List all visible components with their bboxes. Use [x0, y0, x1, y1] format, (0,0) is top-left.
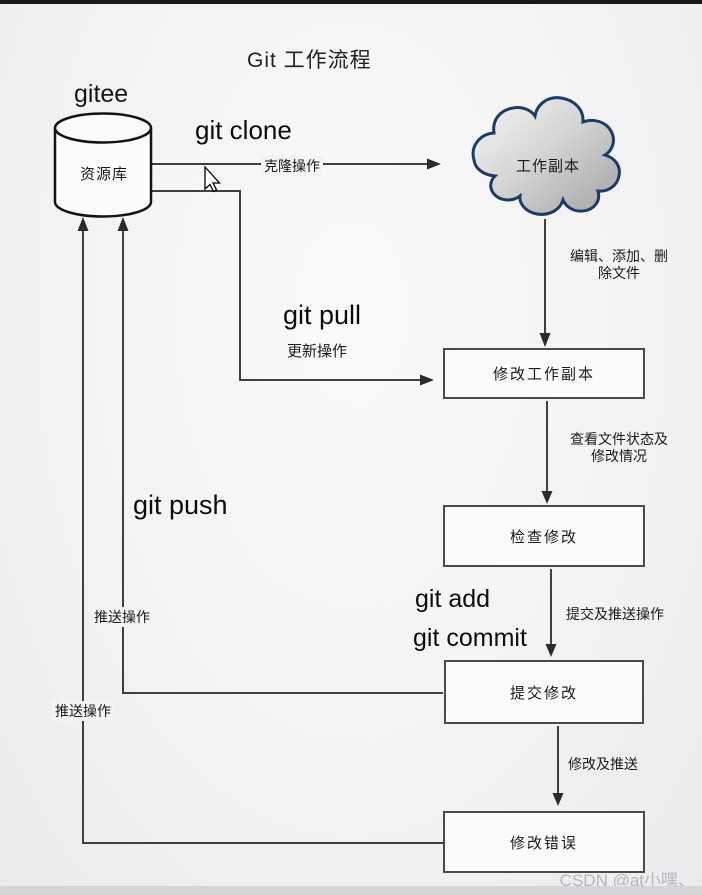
edge-label-status-line1: 查看文件状态及 — [570, 431, 668, 447]
push-fix-line — [82, 231, 443, 844]
working-copy-label: 工作副本 — [516, 158, 581, 175]
flow-box-commit-changes: 提交修改 — [444, 660, 644, 724]
flow-box-commit-label: 提交修改 — [509, 684, 578, 702]
status-arrowhead — [541, 491, 553, 504]
cmd-git-push: git push — [133, 490, 228, 520]
flow-box-modify-label: 修改工作副本 — [492, 366, 595, 383]
top-border-bar — [0, 0, 702, 4]
edge-label-status-line2: 修改情况 — [591, 448, 647, 464]
clone-arrowhead — [427, 158, 441, 170]
cmd-git-clone: git clone — [195, 115, 292, 145]
pull-arrow-line — [151, 190, 420, 381]
commit-arrowhead — [545, 644, 557, 657]
amend-arrowhead — [552, 793, 564, 806]
repo-label: 资源库 — [80, 166, 129, 183]
push-fix-arrowhead — [77, 217, 89, 231]
edge-label-edit-files: 编辑、添加、删 除文件 — [562, 248, 676, 282]
flow-box-fix-label: 修改错误 — [509, 834, 578, 852]
cmd-git-add: git add — [415, 585, 491, 613]
edge-label-update: 更新操作 — [287, 343, 348, 360]
push-commit-line — [122, 231, 443, 694]
edge-label-view-status: 查看文件状态及 修改情况 — [562, 431, 676, 465]
push-commit-arrowhead — [117, 217, 129, 231]
diagram-title: Git 工作流程 — [247, 49, 372, 72]
edit-arrowhead — [539, 333, 551, 347]
bottom-border-strip — [0, 886, 702, 895]
csdn-watermark: CSDN @at小嘿、 — [559, 871, 695, 890]
edge-label-clone: 克隆操作 — [261, 156, 323, 176]
edge-label-edit-line2: 除文件 — [598, 265, 640, 281]
cmd-git-pull: git pull — [283, 300, 362, 330]
working-copy-cloud-icon — [471, 96, 621, 216]
repo-cylinder-icon — [53, 112, 153, 218]
flow-box-modify-working-copy: 修改工作副本 — [443, 348, 645, 399]
flow-box-check-changes: 检查修改 — [443, 505, 645, 567]
edge-label-push-outer: 推送操作 — [52, 701, 114, 721]
repo-provider-label: gitee — [74, 80, 129, 108]
mouse-cursor-icon — [204, 165, 221, 193]
flow-box-check-label: 检查修改 — [509, 528, 578, 546]
pull-arrowhead — [420, 374, 434, 386]
edge-label-push-inner: 推送操作 — [91, 607, 153, 627]
cmd-git-commit: git commit — [413, 624, 527, 652]
edge-label-edit-line1: 编辑、添加、删 — [570, 248, 668, 264]
edge-label-commit-push: 提交及推送操作 — [566, 606, 664, 622]
flow-box-fix-errors: 修改错误 — [443, 811, 645, 873]
edge-label-amend-push: 修改及推送 — [568, 756, 638, 772]
